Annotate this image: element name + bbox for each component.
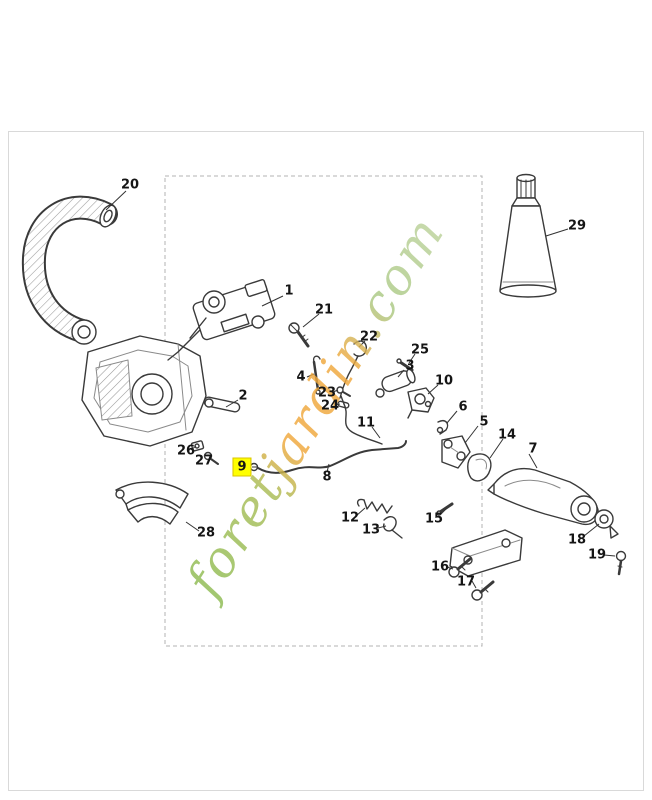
part-label-12: 12 [340,510,360,526]
part-label-26: 26 [176,443,196,459]
part-label-29: 29 [567,218,587,234]
part-label-11: 11 [356,415,376,431]
part-17-screw-drawing [471,580,495,601]
part-7-lever-drawing [487,467,599,526]
part-20-handle-drawing [21,195,118,345]
part-27-screw-drawing [203,451,219,465]
part-26-clip-drawing [190,440,205,452]
part-8-rod-drawing [249,440,407,474]
part-1-carburetor-drawing [167,279,276,361]
bracket-plate-drawing [449,529,523,577]
part-label-28: 28 [196,525,216,541]
part-label-22: 22 [359,329,379,345]
part-label-9-highlighted: 9 [232,457,252,477]
part-label-27: 27 [194,453,214,469]
part-label-3: 3 [405,358,415,374]
part-13-wire-drawing [382,516,403,539]
part-label-16: 16 [430,559,450,575]
part-label-2: 2 [238,388,248,404]
part-16-screw-drawing [448,557,472,578]
part-label-8: 8 [322,469,332,485]
part-label-5: 5 [479,414,489,430]
part-label-1: 1 [284,283,294,299]
part-19-screw-drawing [615,550,627,576]
part-25-pin-drawing [396,358,414,372]
part-23-pin-drawing [336,386,351,397]
part-14-plate-drawing [467,453,492,482]
part-4-rod-drawing [312,355,321,395]
part-15-pin-drawing [436,502,454,516]
handle-housing-drawing [81,335,207,447]
part-28-guard-drawing [115,481,189,525]
part-label-20: 20 [120,177,140,193]
part-18-cam-drawing [594,509,619,539]
part-11-wire-drawing [340,395,383,445]
part-label-19: 19 [587,547,607,563]
part-label-17: 17 [456,574,476,590]
part-label-4: 4 [296,369,306,385]
part-label-25: 25 [410,342,430,358]
leader-lines [105,190,616,589]
part-2-lever-drawing [203,396,241,413]
part-10-bracket-drawing [407,387,435,419]
part-label-13: 13 [361,522,381,538]
part-21-screw-drawing [288,322,310,348]
part-label-24: 24 [320,398,340,414]
part-29-tube-drawing [499,173,557,298]
part-label-18: 18 [567,532,587,548]
part-label-14: 14 [497,427,517,443]
part-5-lever-drawing [441,435,471,469]
part-label-23: 23 [317,385,337,401]
part-label-21: 21 [314,302,334,318]
part-label-6: 6 [458,399,468,415]
part-12-spring-drawing [356,498,393,514]
part-3-cylinder-drawing [375,368,416,398]
part-label-7: 7 [528,441,538,457]
part-label-15: 15 [424,511,444,527]
part-6-clip-drawing [436,420,449,435]
part-label-10: 10 [434,373,454,389]
